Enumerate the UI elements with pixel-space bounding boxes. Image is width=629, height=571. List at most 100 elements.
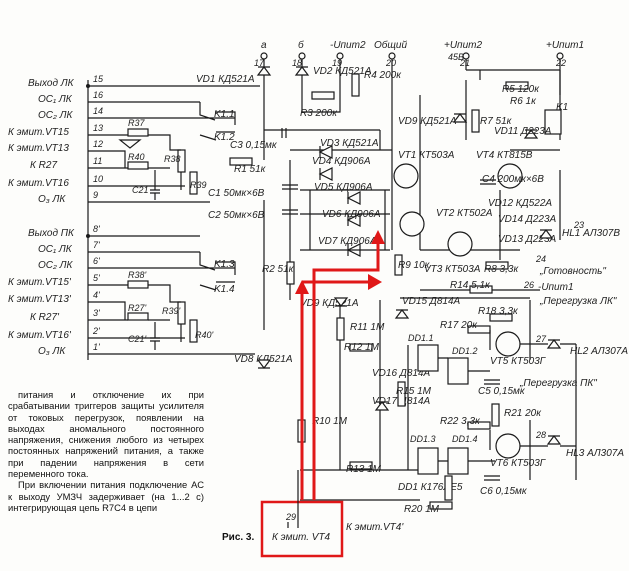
- pin-13: 13: [93, 123, 103, 133]
- led-hl1: HL1 АЛ307В: [562, 228, 620, 239]
- pin-11: 11: [93, 156, 102, 166]
- diode-vd3: VD3 КД521А: [320, 138, 379, 149]
- resistor-r9: R9 10к: [398, 260, 431, 271]
- pin-16: 16: [93, 90, 103, 100]
- pin-2p: 2': [92, 326, 100, 336]
- label-os1-lk: ОС₁ ЛК: [38, 94, 73, 105]
- capacitor-c1: C1 50мк×6В: [208, 188, 265, 199]
- transistors-lower: VT5 КТ503Г VT6 КТ503Г HL2 АЛ307А HL3 АЛ3…: [490, 296, 628, 480]
- resistor-r14: R14 5,1к: [450, 280, 491, 291]
- logic-gates: DD1.1 DD1.2 DD1.3 DD1.4 R15 1М R20 1М R2…: [396, 306, 542, 515]
- label-o3-lk-2: О₃ ЛК: [38, 346, 66, 357]
- resistor-r6: R6 1к: [510, 96, 537, 107]
- emitter-box: 29 К эмит. VT4 К эмит.VT4': [260, 470, 404, 558]
- terminal-common: Общий: [374, 39, 407, 51]
- resistor-network-bottom: R38' R27' R39' R40' C21': [110, 270, 214, 350]
- resistor-network-top: R37 R40 R38 R39 C21: [110, 118, 207, 200]
- svg-text:18: 18: [292, 58, 302, 68]
- svg-text:17: 17: [254, 58, 265, 68]
- pin-1p: 1': [93, 342, 100, 352]
- led-hl2: HL2 АЛ307А: [570, 346, 628, 357]
- pin-6p: 6': [93, 256, 100, 266]
- relay-contacts-top: K1.1 K1.2: [199, 102, 236, 143]
- transistor-vt6: VT6 КТ503Г: [490, 458, 547, 469]
- input-wires: [86, 80, 260, 360]
- svg-text:R40': R40': [195, 330, 214, 340]
- resistor-r10: R10 1М: [312, 416, 348, 427]
- label-r27: К R27: [30, 160, 57, 171]
- figure-caption: Рис. 3.: [222, 532, 255, 543]
- transistors-upper: VT1 КТ503А VT2 КТ502А VT3 КТ503А VT4 КТ8…: [393, 150, 533, 275]
- resistor-r3: R3 200к: [300, 108, 338, 119]
- pin-29: 29: [285, 512, 296, 522]
- pin-3p: 3': [93, 308, 100, 318]
- label-emit-vt4: К эмит. VT4: [272, 532, 331, 543]
- terminal-a: а: [261, 40, 267, 51]
- diodes-top: VD1 КД521А VD2 КД521А R3 200к R4 200к C3…: [196, 66, 402, 257]
- label-output-pk: Выход ПК: [28, 228, 75, 239]
- svg-text:R39: R39: [190, 180, 207, 190]
- relay-k1: K1: [556, 102, 568, 113]
- resistor-r17: R17 20к: [440, 320, 478, 331]
- svg-text:R40: R40: [128, 152, 145, 162]
- diode-vd13: VD13 Д223А: [498, 234, 557, 245]
- resistor-r5: R5 120к: [502, 84, 540, 95]
- relay-contacts-bottom: K1.3 K1.4: [199, 252, 236, 295]
- left-labels-top: Выход ЛК ОС₁ ЛК ОС₂ ЛК К эмит.VT15 К эми…: [8, 78, 75, 205]
- relay-k12: K1.2: [214, 132, 235, 143]
- resistor-r2: R2 51к: [262, 261, 295, 285]
- diode-vd4: VD4 КД906А: [312, 156, 371, 167]
- svg-text:R38: R38: [164, 154, 181, 164]
- resistor-r18: R18 3,3к: [478, 306, 519, 317]
- resistor-r21: R22 3,3к: [440, 416, 481, 427]
- diode-vd14: VD14 Д223А: [498, 214, 557, 225]
- svg-text:R39': R39': [162, 306, 181, 316]
- r14-line: R14 5,1к: [400, 280, 530, 299]
- paragraph-1: питания и отключение их при срабатывании…: [8, 389, 204, 480]
- diode-vd7: VD7 КД906А: [318, 236, 377, 247]
- label-emit-vt16: К эмит.VT16: [8, 178, 69, 189]
- resistor-r19: R20 1М: [404, 504, 440, 515]
- label-r27p: К R27': [30, 312, 60, 323]
- resistor-r7: R7 51к: [480, 116, 513, 127]
- label-emit-vt13p: К эмит.VT13': [8, 294, 72, 305]
- svg-text:23: 23: [573, 220, 584, 230]
- svg-text:28: 28: [535, 430, 546, 440]
- paragraph-2: При включении питания подключение АС к в…: [8, 479, 204, 513]
- svg-text:27: 27: [535, 334, 547, 344]
- relay-k13: K1.3: [214, 259, 235, 270]
- label-emit-vt15: К эмит.VT15: [8, 127, 69, 138]
- label-os2-lk: ОС₂ ЛК: [38, 110, 73, 121]
- diode-vd1: VD1 КД521А: [196, 74, 255, 85]
- label-emit-vt13: К эмит.VT13: [8, 143, 69, 154]
- gate-dd12: DD1.2: [452, 346, 478, 356]
- relay-k14: K1.4: [214, 284, 235, 295]
- left-labels-bottom: Выход ПК ОС₁ ЛК ОС₂ ЛК К эмит.VT15' К эм…: [8, 228, 75, 357]
- relay-k11: K1.1: [214, 109, 235, 120]
- label-emit-vt16p: К эмит.VT16': [8, 330, 72, 341]
- pin-4p: 4': [93, 290, 100, 300]
- transistor-vt2: VT2 КТ502А: [436, 208, 493, 219]
- label-ready: „Готовность": [539, 266, 606, 277]
- svg-text:R37: R37: [128, 118, 146, 128]
- transistor-vt1: VT1 КТ503А: [398, 150, 455, 161]
- capacitor-c2: C2 50мк×6В: [208, 210, 265, 221]
- pin-8p: 8': [93, 224, 100, 234]
- svg-text:C21': C21': [128, 334, 147, 344]
- svg-text:20: 20: [385, 58, 396, 68]
- svg-text:19: 19: [332, 58, 342, 68]
- diode-vd10: VD9 КД521А: [398, 116, 457, 127]
- diode-vd9: VD9 КД521А: [300, 298, 359, 309]
- label-minus-upit1: -Uпит1: [538, 282, 574, 293]
- pin-numbers-left: 15 16 14 13 12 11 10 9 8' 7' 6' 5' 4' 3'…: [92, 74, 104, 352]
- top-terminals: а б -Uпит2 Общий +Uпит2 +Uпит1 45В 17 18…: [254, 39, 584, 68]
- label-output-lk: Выход ЛК: [28, 78, 75, 89]
- terminal-plus-upit2: +Uпит2: [444, 40, 482, 51]
- svg-text:C21: C21: [132, 185, 149, 195]
- transistor-vt5: VT5 КТ503Г: [490, 356, 547, 367]
- diode-vd12: VD12 КД522А: [488, 198, 552, 209]
- resistor-r12: R12 1М: [344, 342, 380, 353]
- svg-text:R27': R27': [128, 303, 147, 313]
- capacitor-c3: C3 0,15мк: [230, 140, 278, 151]
- terminal-b: б: [298, 39, 304, 51]
